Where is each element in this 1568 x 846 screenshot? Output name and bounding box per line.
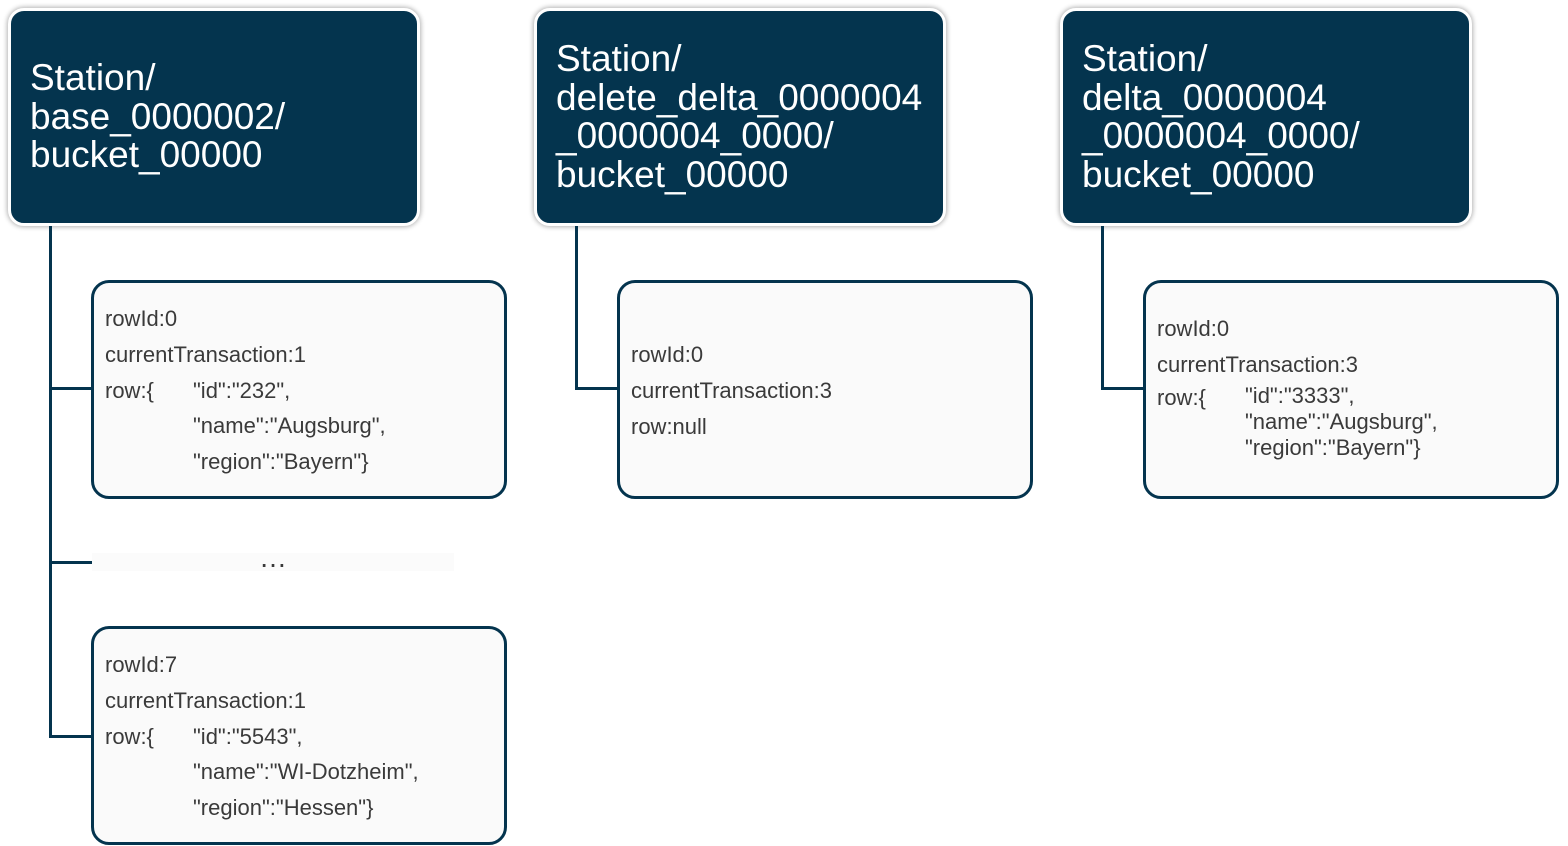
row-field: "id":"3333", bbox=[1245, 382, 1355, 408]
row-value: row:{ "id":"3333", "name":"Augsburg", "r… bbox=[1157, 383, 1556, 461]
row-value: row:{ "id":"5543", "name":"WI-Dotzheim",… bbox=[105, 719, 504, 826]
record-box: rowId:0 currentTransaction:3 row:{ "id":… bbox=[1143, 280, 1559, 499]
row-field: "name":"Augsburg", bbox=[193, 413, 386, 439]
row-value: row:{ "id":"232", "name":"Augsburg", "re… bbox=[105, 373, 504, 480]
connector-branch bbox=[575, 387, 619, 390]
current-transaction: currentTransaction:3 bbox=[631, 377, 832, 403]
connector-branch bbox=[1101, 387, 1145, 390]
current-transaction: currentTransaction:1 bbox=[105, 341, 306, 367]
row-field: "region":"Bayern"} bbox=[1245, 434, 1421, 460]
header-line: bucket_00000 bbox=[556, 153, 789, 195]
header-line: delta_0000004 bbox=[1082, 76, 1327, 118]
bucket-header-delete-delta: Station/ delete_delta_0000004 _0000004_0… bbox=[534, 8, 946, 226]
header-line: base_0000002/ bbox=[30, 95, 286, 137]
header-line: Station/ bbox=[556, 38, 682, 79]
connector-branch bbox=[49, 735, 93, 738]
current-transaction: currentTransaction:3 bbox=[1157, 351, 1358, 377]
header-line: Station/ bbox=[1082, 38, 1208, 79]
row-id: rowId:0 bbox=[105, 306, 178, 331]
row-field: "region":"Hessen"} bbox=[193, 795, 374, 821]
header-line: bucket_00000 bbox=[30, 134, 263, 176]
row-key: row:{ bbox=[105, 377, 154, 403]
ellipsis: … bbox=[92, 544, 454, 572]
connector-vertical bbox=[1101, 226, 1104, 390]
row-value: row:null bbox=[631, 413, 707, 439]
row-id: rowId:0 bbox=[1157, 316, 1230, 341]
connector-branch bbox=[49, 561, 93, 564]
row-id: rowId:7 bbox=[105, 652, 178, 677]
header-line: Station/ bbox=[30, 57, 156, 99]
record-box: rowId:0 currentTransaction:3 row:null bbox=[617, 280, 1033, 499]
row-field: "name":"WI-Dotzheim", bbox=[193, 759, 419, 785]
header-line: _0000004_0000/ bbox=[1082, 115, 1360, 156]
current-transaction: currentTransaction:1 bbox=[105, 687, 306, 713]
connector-vertical bbox=[575, 226, 578, 390]
row-key: row:{ bbox=[105, 723, 154, 749]
row-id: rowId:0 bbox=[631, 342, 704, 367]
bucket-header-delta: Station/ delta_0000004 _0000004_0000/ bu… bbox=[1060, 8, 1472, 226]
record-box: rowId:0 currentTransaction:1 row:{ "id":… bbox=[91, 280, 507, 499]
connector-branch bbox=[49, 387, 93, 390]
record-box: rowId:7 currentTransaction:1 row:{ "id":… bbox=[91, 626, 507, 845]
header-line: bucket_00000 bbox=[1082, 153, 1315, 195]
row-field: "id":"232", bbox=[193, 377, 291, 403]
header-line: delete_delta_0000004 bbox=[556, 76, 923, 118]
row-field: "region":"Bayern"} bbox=[193, 449, 369, 475]
row-field: "name":"Augsburg", bbox=[1245, 408, 1438, 434]
header-line: _0000004_0000/ bbox=[556, 115, 834, 156]
connector-vertical bbox=[49, 226, 52, 738]
row-field: "id":"5543", bbox=[193, 723, 303, 749]
row-key: row:{ bbox=[1157, 384, 1206, 410]
bucket-header-base: Station/ base_0000002/ bucket_00000 bbox=[8, 8, 420, 226]
